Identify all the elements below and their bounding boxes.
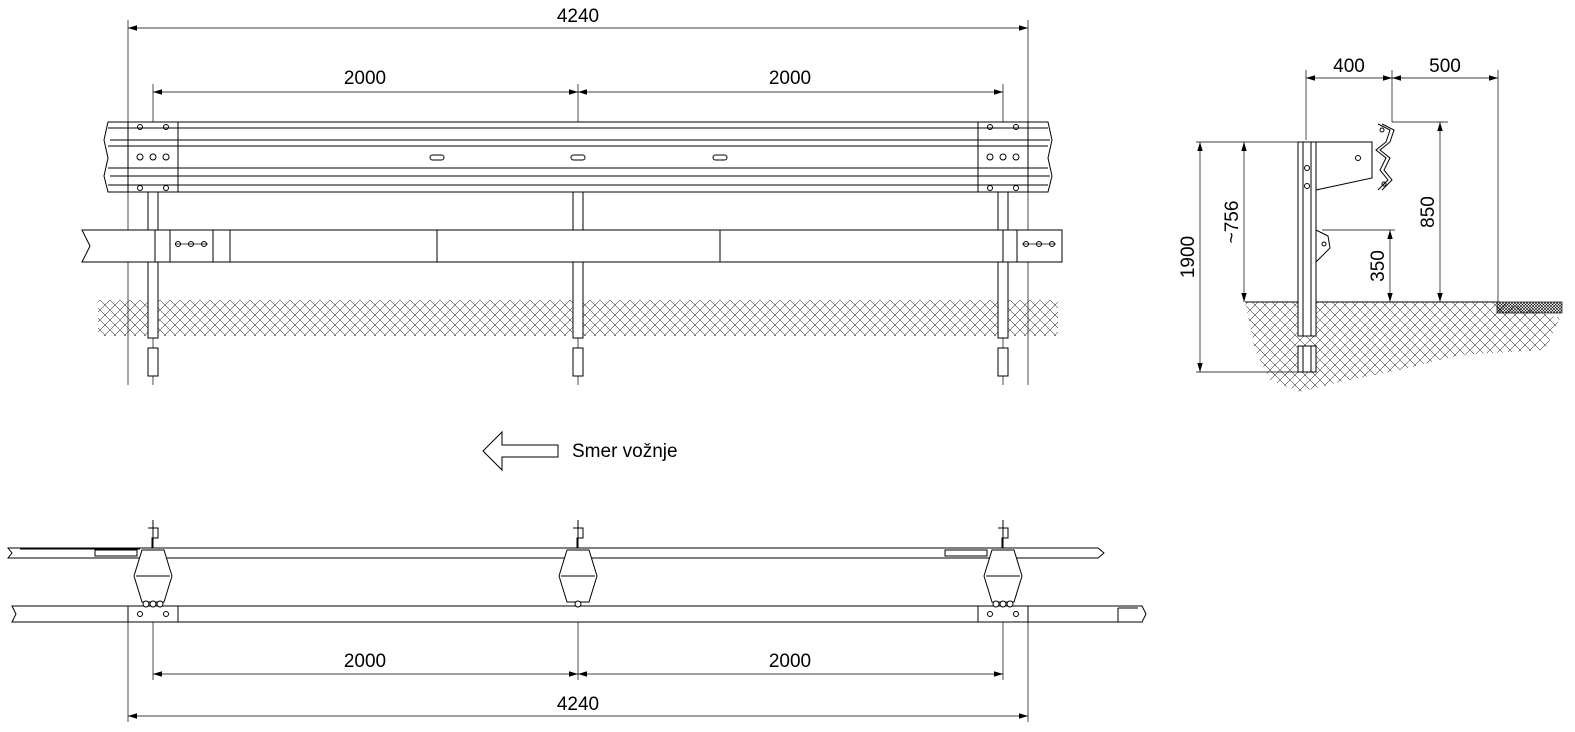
post-bracket (983, 520, 1023, 608)
dim-total-height-label: 1900 (1178, 236, 1199, 278)
upper-w-beam (103, 121, 1053, 193)
post-bracket (133, 520, 173, 608)
dim-top-left-label: 400 (1333, 56, 1365, 77)
span-dimension-label: 2000 (769, 651, 811, 672)
elevation-view: 4240 2000 2000 (81, 6, 1063, 385)
blockout (1315, 141, 1373, 191)
lower-rail (81, 229, 1063, 263)
post (572, 189, 584, 377)
plan-view: 2000 2000 4240 (6, 520, 1147, 722)
post-bracket (558, 520, 598, 608)
post (997, 189, 1009, 377)
post (147, 189, 159, 377)
post (1297, 141, 1317, 337)
direction-indicator: Smer vožnje (482, 430, 678, 472)
w-beam-profile (1375, 123, 1391, 191)
lower-rail-plan (11, 605, 1147, 623)
dim-lower-rail-height-label: 350 (1368, 250, 1389, 282)
dim-post-above-ground-label: ~756 (1222, 201, 1243, 244)
span-dimension-label: 2000 (344, 651, 386, 672)
cross-section-view: 400 500 1900 ~756 850 350 (1178, 56, 1563, 392)
direction-label: Smer vožnje (572, 441, 678, 462)
span-dimension-label: 2000 (344, 68, 386, 89)
post-lower (1297, 345, 1317, 373)
upper-rail-plan (6, 547, 1105, 559)
span-dimension-label: 2000 (769, 68, 811, 89)
overall-dimension-label: 4240 (557, 694, 599, 715)
dim-rail-height-label: 850 (1418, 196, 1439, 228)
direction-arrow-icon (482, 430, 559, 472)
pavement (1496, 301, 1563, 314)
ground-hatch (1245, 302, 1560, 392)
overall-dimension-label: 4240 (557, 6, 599, 27)
dim-top-right-label: 500 (1429, 56, 1461, 77)
